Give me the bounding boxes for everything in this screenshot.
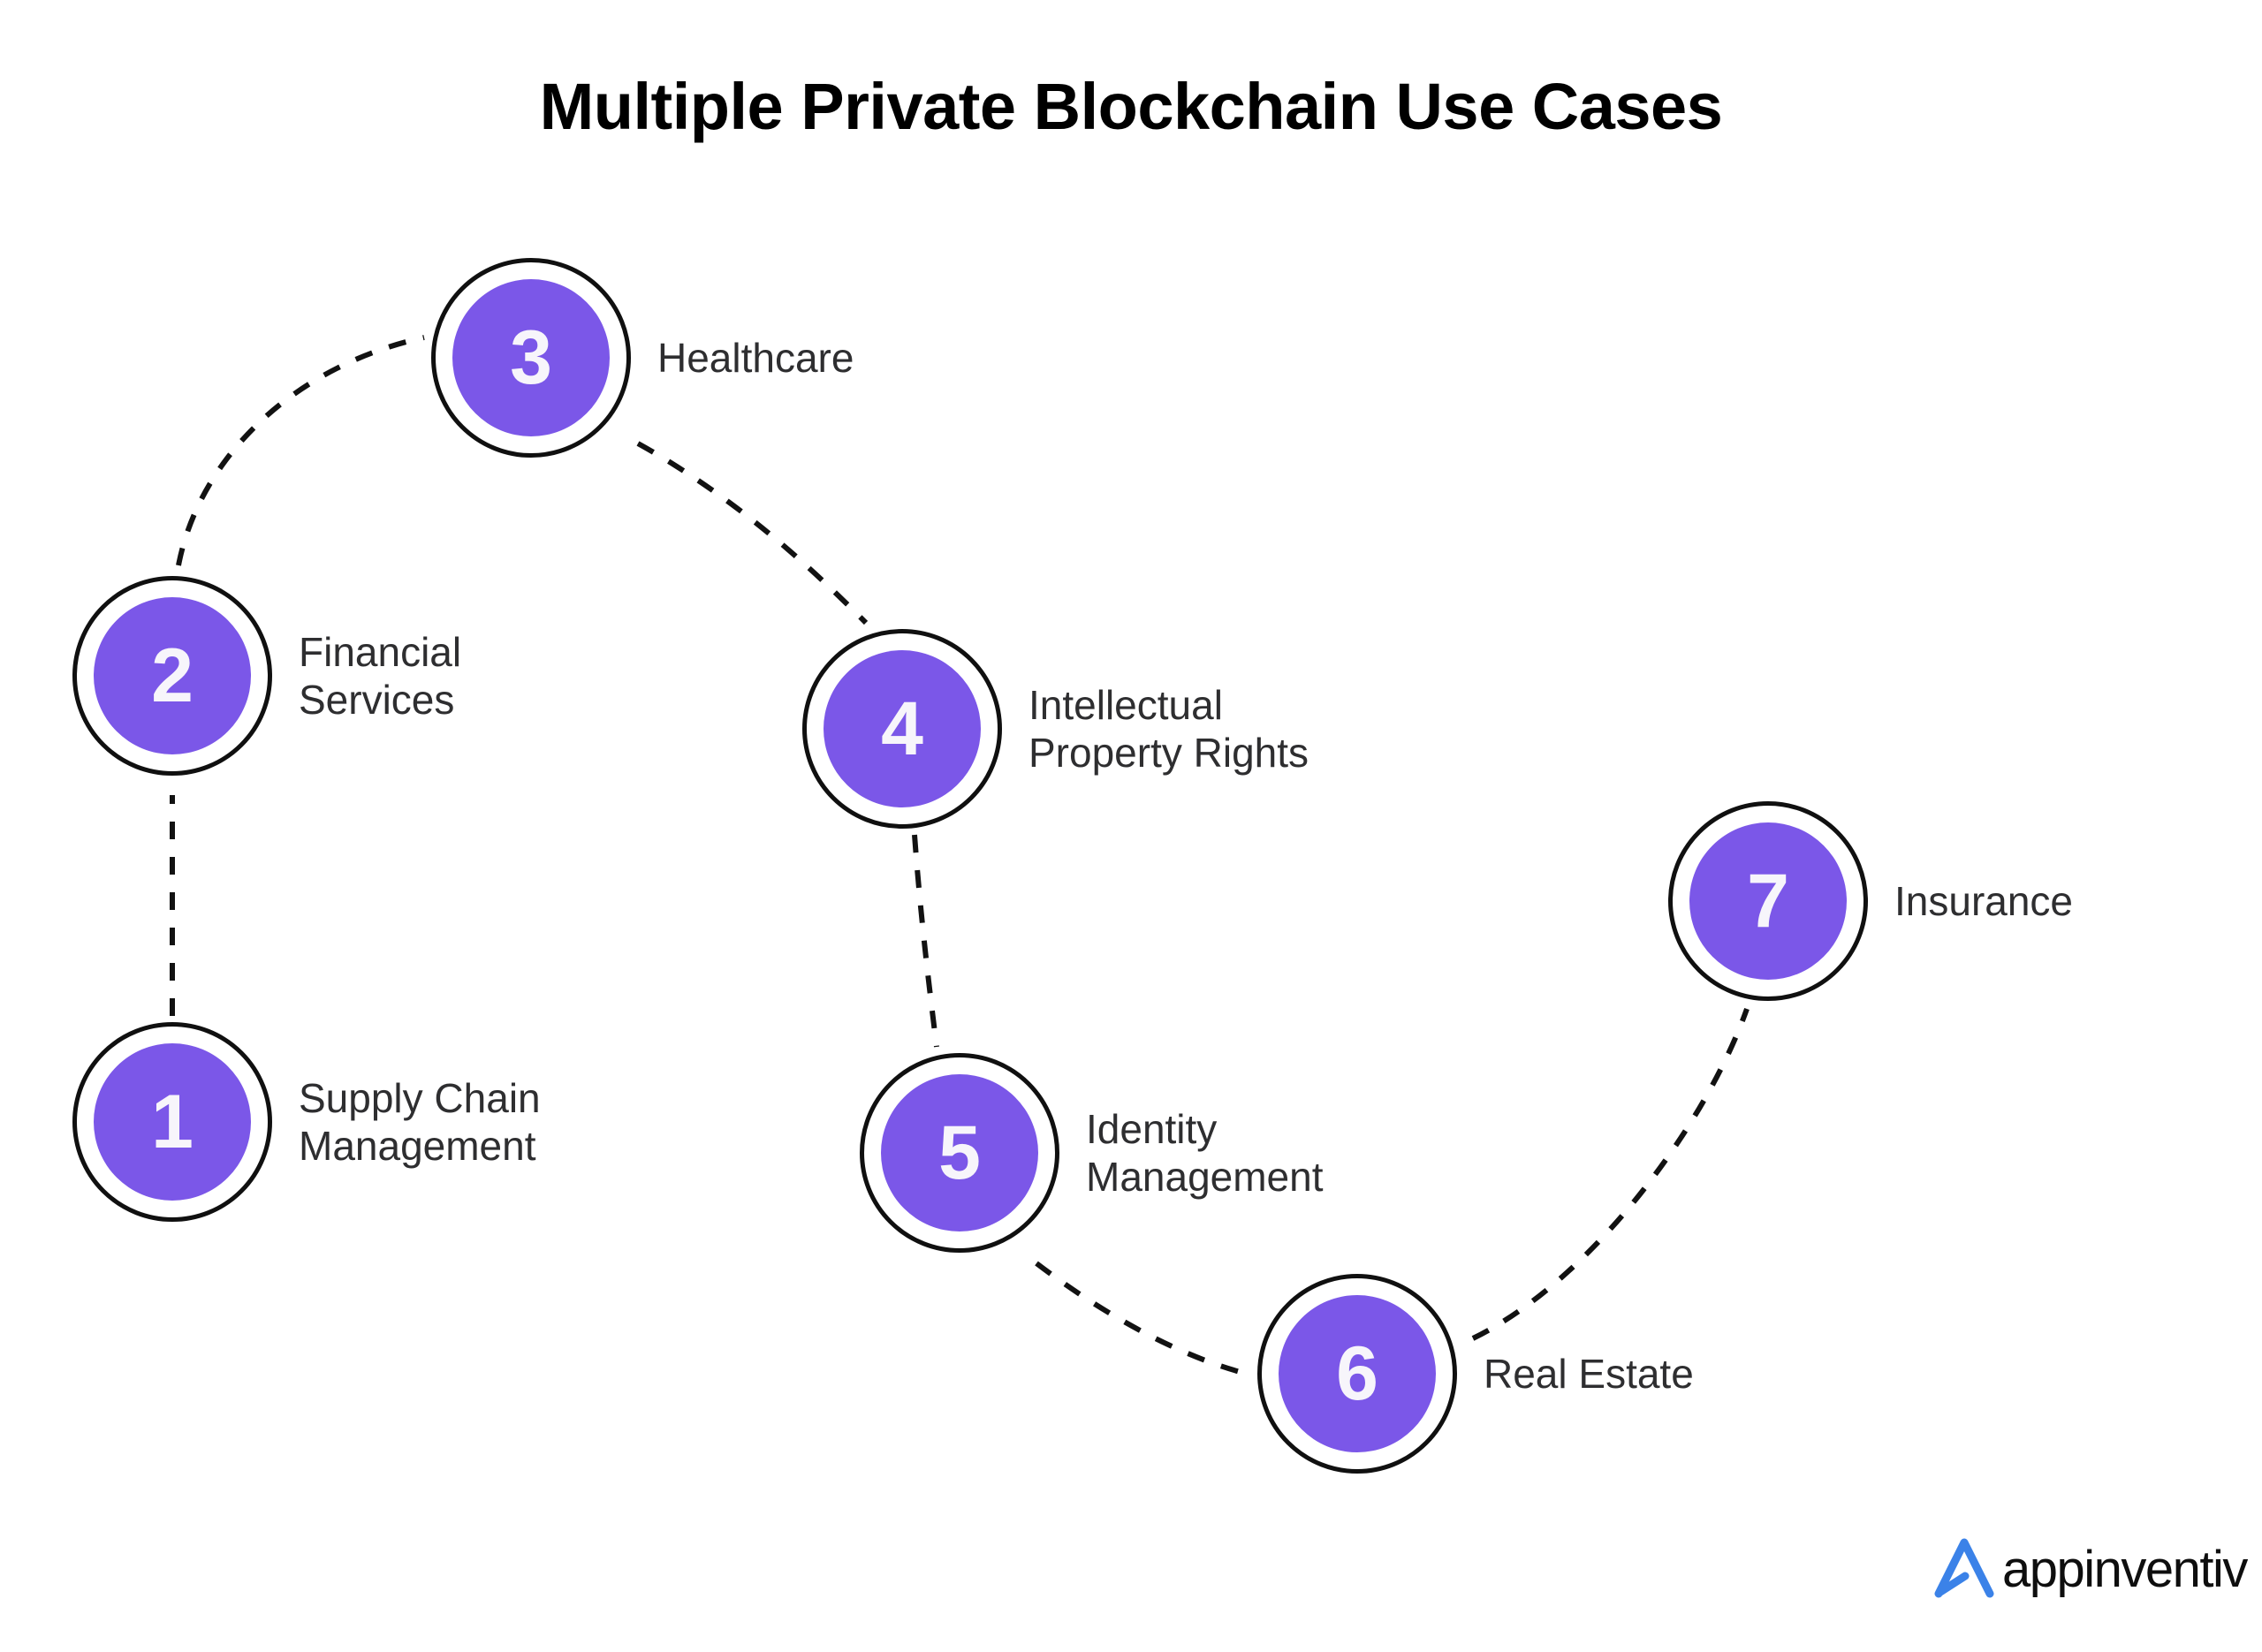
page-title: Multiple Private Blockchain Use Cases [539,70,1723,143]
node-6-label: Real Estate [1484,1350,1694,1397]
brand-logo[interactable]: appinventiv [1932,1535,2248,1601]
node-4-label: Intellectual Property Rights [1029,681,1309,776]
node-3-label: Healthcare [657,334,854,381]
node-7[interactable]: 7 Insurance [1668,801,2073,1001]
node-6-number: 6 [1336,1331,1378,1416]
node-1-number: 1 [151,1080,194,1164]
node-3[interactable]: 3 Healthcare [431,258,854,458]
connector-5-to-6 [1035,1261,1251,1377]
node-2[interactable]: 2 Financial Services [72,576,461,776]
node-1-disc: 1 [94,1043,251,1201]
appinventiv-a-mark-icon [1934,1538,1994,1598]
node-6-disc: 6 [1279,1295,1436,1452]
node-7-badge: 7 [1668,801,1868,1001]
node-3-number: 3 [510,315,552,400]
node-5-number: 5 [938,1110,981,1195]
node-7-label: Insurance [1894,877,2074,924]
node-4[interactable]: 4 Intellectual Property Rights [802,629,1309,829]
node-1[interactable]: 1 Supply Chain Management [72,1022,541,1222]
node-4-number: 4 [881,686,923,771]
node-4-disc: 4 [824,650,981,807]
node-5-badge: 5 [860,1053,1059,1253]
node-5-disc: 5 [881,1074,1038,1231]
connector-3-to-4 [636,441,869,625]
node-6[interactable]: 6 Real Estate [1257,1274,1694,1474]
node-2-number: 2 [151,633,194,718]
brand-wordmark: appinventiv [2002,1541,2248,1598]
connector-4-to-5 [912,834,939,1048]
node-3-disc: 3 [452,279,610,436]
node-7-number: 7 [1747,859,1789,943]
node-2-label: Financial Services [299,628,462,723]
node-1-badge: 1 [72,1022,272,1222]
node-5-label: Identity Management [1086,1105,1324,1200]
node-1-label: Supply Chain Management [299,1074,541,1169]
node-5[interactable]: 5 Identity Management [860,1053,1324,1253]
node-2-disc: 2 [94,597,251,754]
node-7-disc: 7 [1689,822,1847,980]
connector-2-to-3 [176,335,425,566]
node-4-badge: 4 [802,629,1002,829]
node-6-badge: 6 [1257,1274,1457,1474]
node-3-badge: 3 [431,258,631,458]
node-2-badge: 2 [72,576,272,776]
